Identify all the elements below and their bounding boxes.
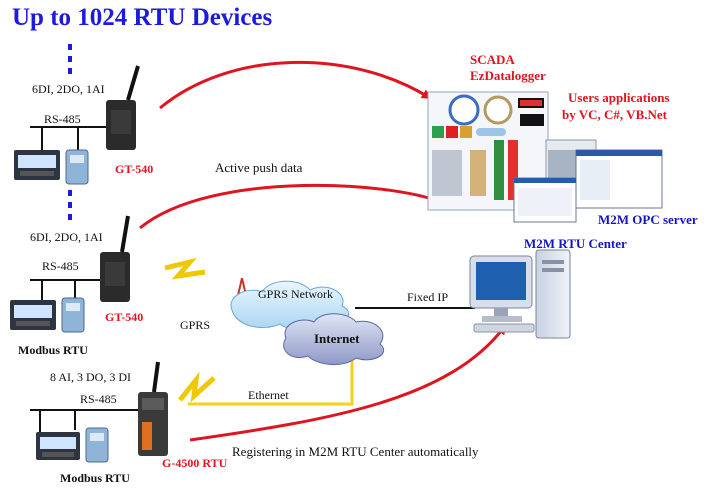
io-module-3 [85, 427, 109, 463]
register-arrow [189, 324, 507, 442]
ethernet-label: Ethernet [248, 388, 289, 402]
gt540-device-1 [106, 65, 140, 150]
rs485-bus-3 [30, 409, 138, 432]
dotted-separator-top [68, 44, 72, 74]
users-apps-label-1: Users applications [568, 90, 670, 105]
group1-device-label: GT-540 [115, 162, 154, 176]
group3-protocol-label: Modbus RTU [60, 471, 130, 485]
group2-protocol-label: Modbus RTU [18, 343, 88, 357]
ethernet-line [188, 345, 354, 406]
dotted-separator-middle [68, 190, 72, 220]
group2-device-label: GT-540 [105, 310, 144, 324]
io-module-2 [61, 297, 85, 333]
panel-meter-2 [10, 300, 56, 330]
gprs-lightning-2 [178, 371, 216, 403]
rs485-bus-2 [30, 279, 108, 300]
m2m-opc-label: M2M OPC server [598, 212, 698, 227]
internet-label: Internet [314, 331, 360, 346]
ezdatalogger-label: EzDatalogger [470, 68, 546, 83]
group3-io-label: 8 AI, 3 DO, 3 DI [50, 370, 131, 384]
push-arrow-1 [159, 60, 432, 110]
scada-apps-collage [427, 91, 663, 223]
group3-device-label: G-4500 RTU [162, 456, 228, 470]
gprs-network-label: GPRS Network [258, 287, 334, 301]
group3-bus-label: RS-485 [80, 392, 117, 406]
group2-bus-label: RS-485 [42, 259, 79, 273]
rs485-bus-1 [30, 126, 108, 150]
m2m-rtu-center-label: M2M RTU Center [524, 236, 627, 251]
gt540-device-2 [100, 215, 130, 302]
users-apps-label-2: by VC, C#, VB.Net [562, 107, 667, 122]
group2-io-label: 6DI, 2DO, 1AI [30, 230, 103, 244]
group1-bus-label: RS-485 [44, 112, 81, 126]
active-push-label: Active push data [215, 160, 303, 175]
panel-meter-3 [36, 432, 80, 460]
internet-cloud [283, 313, 385, 365]
push-arrow-2 [139, 183, 452, 230]
registering-label: Registering in M2M RTU Center automatica… [232, 444, 479, 459]
m2m-rtu-center-computer [469, 249, 571, 339]
scada-label: SCADA [470, 52, 515, 67]
fixed-ip-label: Fixed IP [407, 290, 449, 304]
group1-io-label: 6DI, 2DO, 1AI [32, 82, 105, 96]
page-title: Up to 1024 RTU Devices [12, 4, 273, 31]
panel-meter-1 [14, 150, 60, 180]
g4500-device [138, 361, 168, 456]
gprs-lightning-1 [164, 257, 206, 280]
io-module-1 [65, 149, 89, 185]
gprs-label: GPRS [180, 318, 211, 332]
